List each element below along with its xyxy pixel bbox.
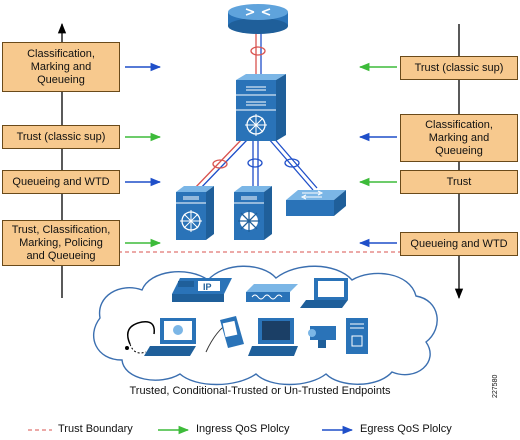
camera-icon bbox=[308, 326, 336, 348]
left-box-queueing-wtd: Queueing and WTD bbox=[2, 170, 120, 194]
tablet-icon bbox=[205, 316, 244, 353]
left-box-classification-marking-queueing: Classification, Marking and Queueing bbox=[2, 42, 120, 92]
telephony-icon bbox=[125, 321, 155, 354]
legend-trust-boundary-label: Trust Boundary bbox=[58, 423, 133, 435]
access-switch-right-icon bbox=[286, 190, 346, 216]
figure-code: 227580 bbox=[492, 374, 499, 398]
legend-egress-label: Egress QoS Plolcy bbox=[360, 423, 452, 435]
link-distribution-access-left bbox=[192, 137, 248, 193]
modem-icon bbox=[246, 284, 298, 302]
laptop-icon bbox=[300, 278, 348, 308]
ip-phone-icon: IP bbox=[172, 278, 232, 302]
legend-ingress-label: Ingress QoS Plolcy bbox=[196, 423, 290, 435]
server-icon bbox=[346, 318, 368, 354]
access-switch-middle-icon bbox=[234, 186, 272, 240]
endpoints-caption: Trusted, Conditional-Trusted or Un-Trust… bbox=[129, 385, 391, 397]
pc-icon bbox=[248, 318, 298, 356]
left-box-trust-classification-marking-policing: Trust, Classification, Marking, Policing… bbox=[2, 220, 120, 266]
right-box-trust: Trust bbox=[400, 170, 518, 194]
link-distribution-access-right bbox=[267, 135, 318, 191]
uplink-router-distribution bbox=[250, 30, 266, 74]
right-box-queueing-wtd: Queueing and WTD bbox=[400, 232, 518, 256]
left-box-trust-classic-sup: Trust (classic sup) bbox=[2, 125, 120, 149]
router-icon bbox=[228, 4, 288, 34]
link-distribution-access-middle bbox=[247, 140, 263, 190]
right-box-classification-marking-queueing: Classification, Marking and Queueing bbox=[400, 114, 518, 162]
right-box-trust-classic-sup: Trust (classic sup) bbox=[400, 56, 518, 80]
workstation-icon bbox=[144, 318, 196, 356]
distribution-switch-icon bbox=[236, 74, 286, 141]
access-switch-left-icon bbox=[176, 186, 214, 240]
ip-phone-label: IP bbox=[203, 282, 212, 292]
